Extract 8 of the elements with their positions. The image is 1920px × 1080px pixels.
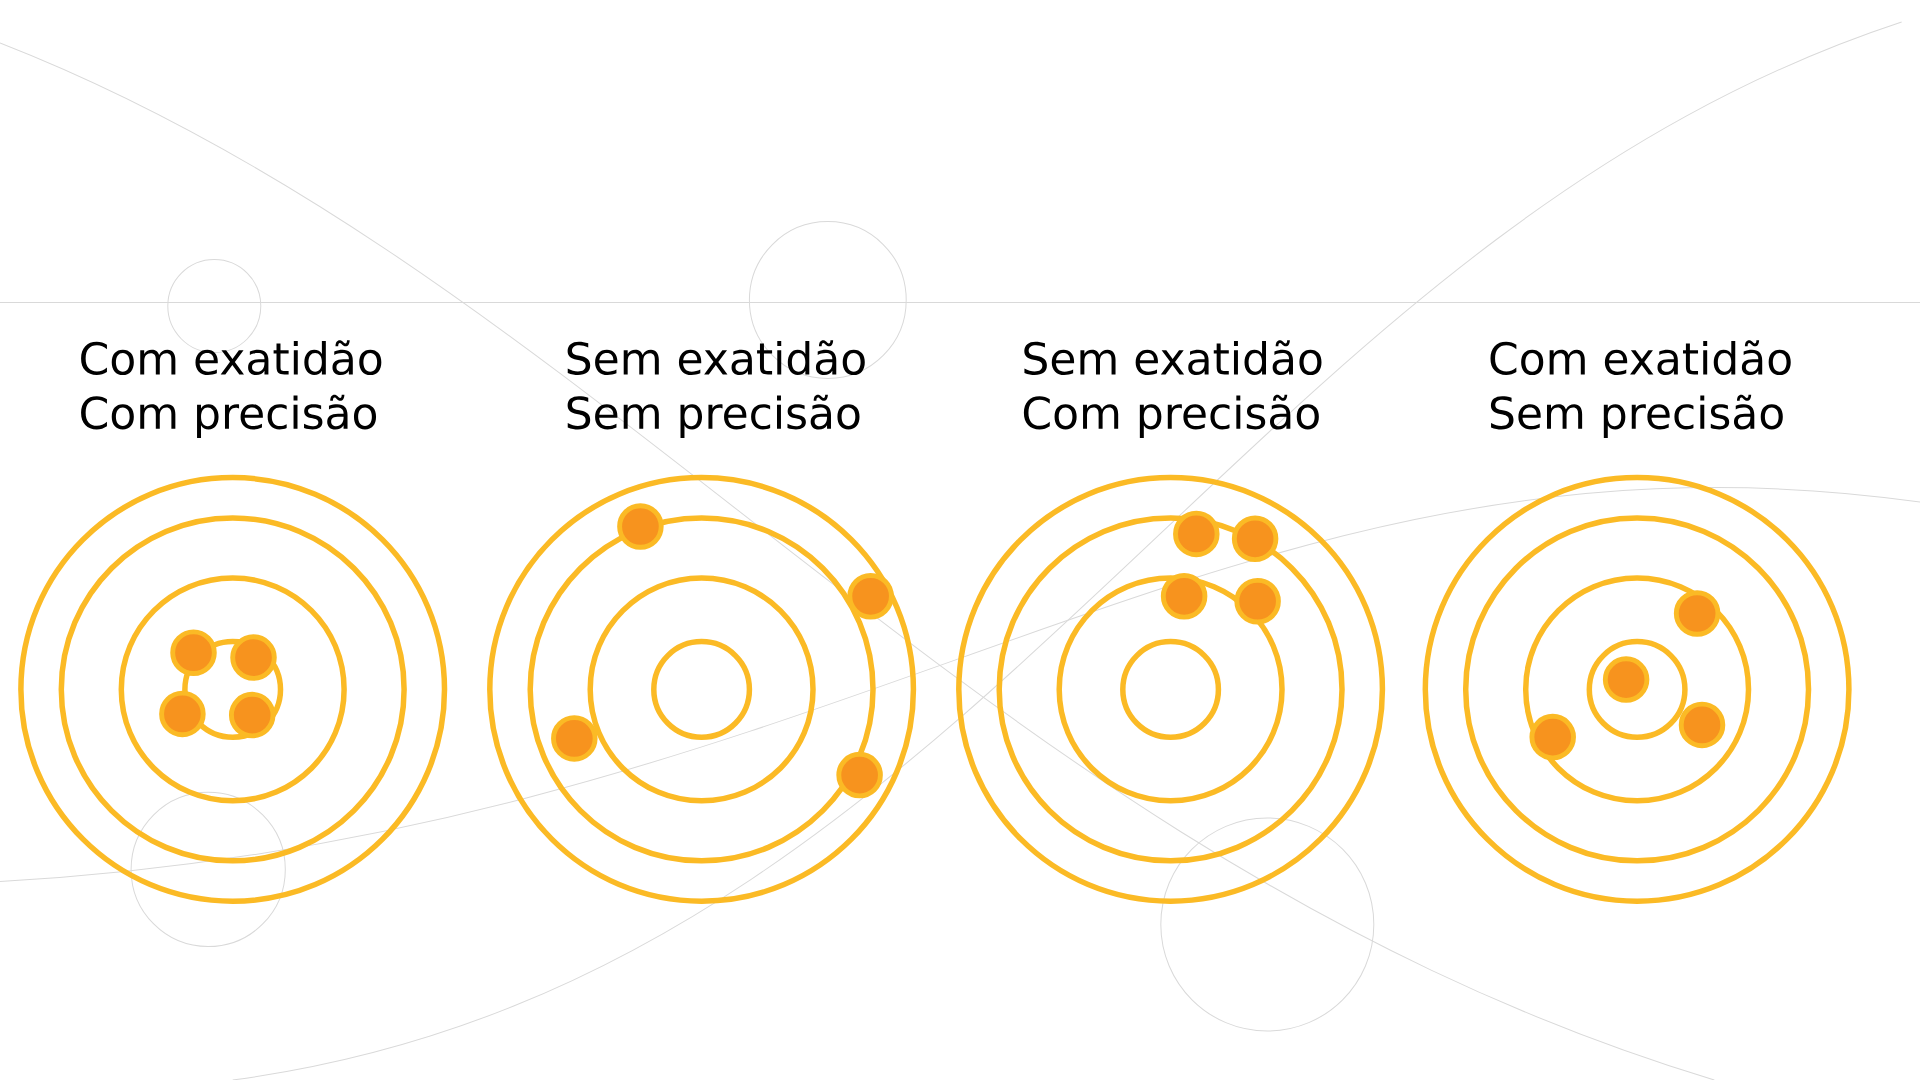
heading: Sem precisão: [567, 394, 860, 438]
heading: Com precisão: [81, 394, 377, 438]
heading: Sem exatidão: [567, 340, 865, 375]
heading: Com precisão: [1023, 394, 1319, 438]
heading: Com exatidão: [81, 340, 382, 375]
heading: Com exatidão: [1490, 340, 1791, 375]
heading: Sem precisão: [1490, 394, 1783, 438]
heading: Sem exatidão: [1024, 340, 1322, 375]
